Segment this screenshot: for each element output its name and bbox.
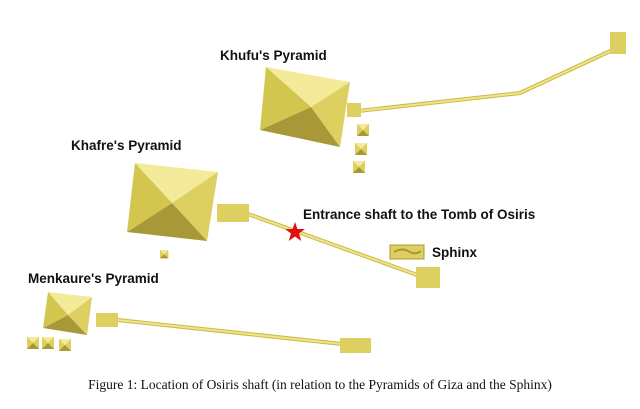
queens-pyramid: [353, 161, 365, 173]
osiris-shaft-star-icon: [285, 222, 305, 241]
khafre-causeway: [247, 212, 440, 288]
queens-pyramid: [42, 337, 54, 349]
khufu-causeway: [357, 32, 626, 113]
menkaure-pyramid: [43, 292, 92, 335]
khafre-mortuary-temple: [217, 204, 249, 222]
sphinx: [389, 244, 425, 260]
menkaure-causeway: [117, 318, 371, 353]
khufu-mortuary-temple: [347, 103, 361, 117]
khafre-valley-temple: [416, 267, 440, 288]
khufu-label: Khufu's Pyramid: [220, 48, 327, 63]
queens-pyramid: [59, 339, 71, 351]
queens-pyramid: [355, 143, 367, 155]
khufu-pyramid: [260, 67, 350, 147]
khafre-pyramid: [127, 163, 218, 241]
khufu-valley-temple: [610, 32, 626, 54]
sphinx-label: Sphinx: [432, 245, 477, 260]
khafre-label: Khafre's Pyramid: [71, 138, 182, 153]
small-pyramid: [160, 250, 169, 259]
entrance-label: Entrance shaft to the Tomb of Osiris: [303, 207, 535, 222]
menkaure-mortuary-temple: [96, 313, 118, 327]
menkaure-valley-temple: [340, 338, 371, 353]
menkaure-label: Menkaure's Pyramid: [28, 271, 159, 286]
queens-pyramid: [357, 124, 369, 136]
figure-caption: Figure 1: Location of Osiris shaft (in r…: [88, 377, 552, 392]
queens-pyramid: [27, 337, 39, 349]
